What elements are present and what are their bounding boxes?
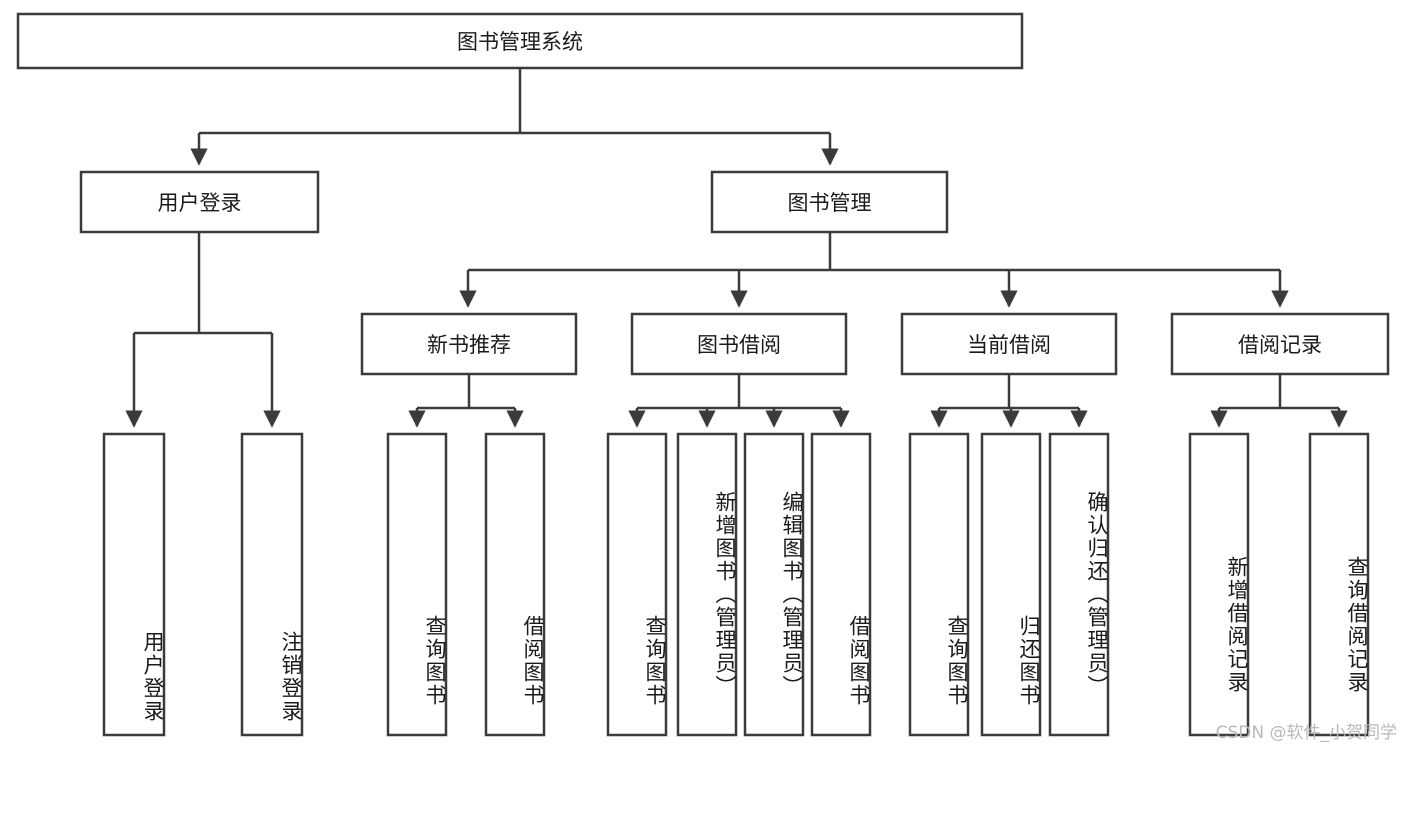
node-box-leaf-5[interactable] <box>676 432 738 737</box>
node-box-leaf-1[interactable] <box>240 432 304 737</box>
node-box-book-management[interactable] <box>710 170 949 234</box>
diagram-canvas <box>16 12 1390 737</box>
node-box-leaf-7[interactable] <box>810 432 872 737</box>
node-box-new-book-recommend[interactable] <box>360 312 578 376</box>
node-box-book-borrow[interactable] <box>630 312 848 376</box>
node-box-leaf-9[interactable] <box>980 432 1042 737</box>
node-box-root[interactable] <box>16 12 1024 70</box>
node-box-leaf-10[interactable] <box>1048 432 1110 737</box>
node-box-leaf-8[interactable] <box>908 432 970 737</box>
node-box-leaf-11[interactable] <box>1188 432 1250 737</box>
node-box-leaf-3[interactable] <box>484 432 546 737</box>
node-boxes <box>16 12 1390 737</box>
connectors <box>125 68 1348 428</box>
node-box-leaf-6[interactable] <box>743 432 805 737</box>
node-box-leaf-0[interactable] <box>102 432 166 737</box>
node-box-leaf-4[interactable] <box>606 432 668 737</box>
node-box-leaf-2[interactable] <box>386 432 448 737</box>
node-box-borrow-records[interactable] <box>1170 312 1390 376</box>
node-box-leaf-12[interactable] <box>1308 432 1370 737</box>
node-box-current-borrow[interactable] <box>900 312 1118 376</box>
node-box-user-login[interactable] <box>79 170 320 234</box>
